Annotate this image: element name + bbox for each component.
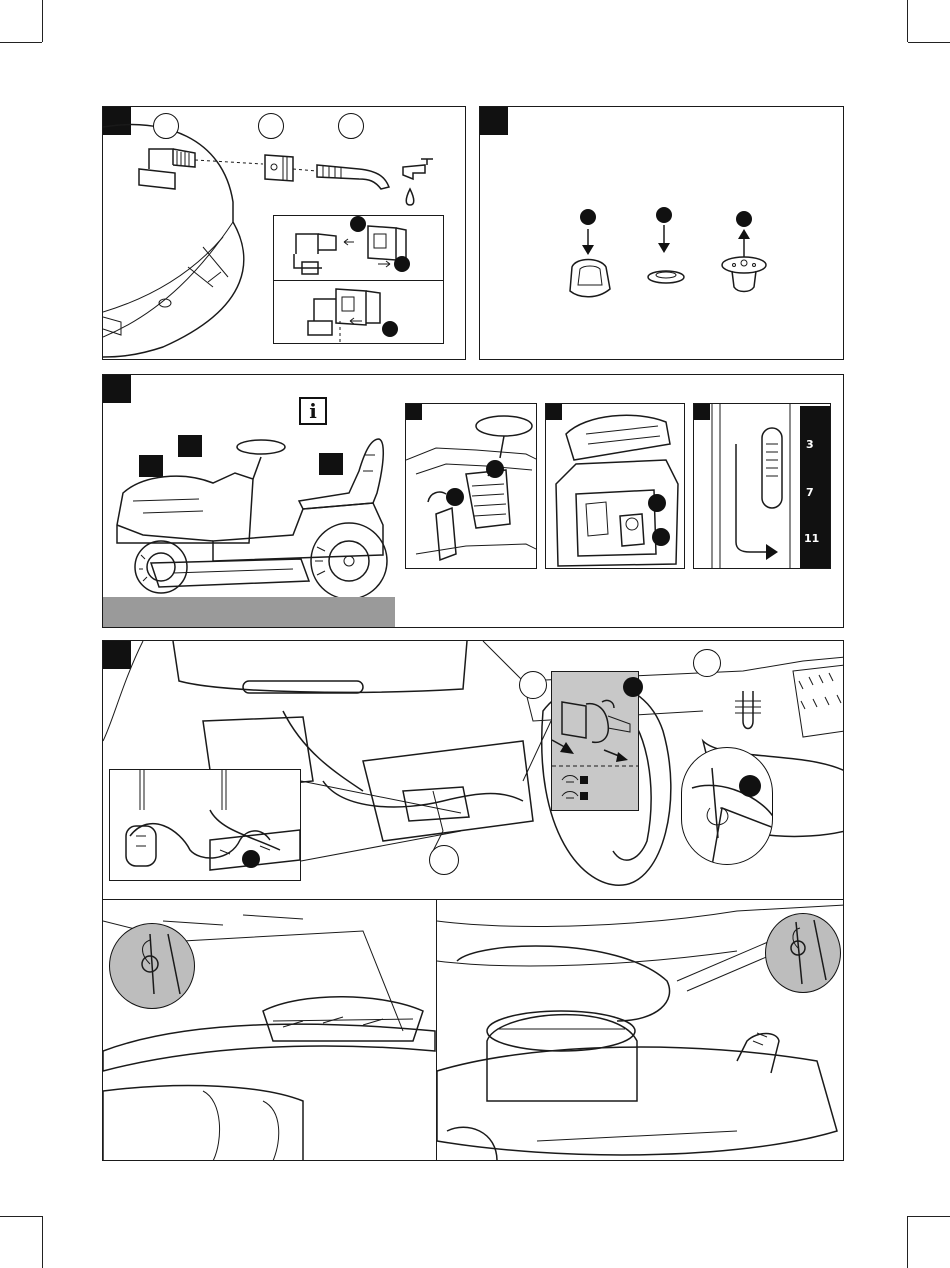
crop-mark-tl-h — [0, 42, 42, 43]
step-marker-2 — [739, 775, 761, 797]
crop-mark-br-v — [907, 1216, 908, 1268]
callout-circle-bracket — [429, 845, 459, 875]
inset-connect-detail — [273, 215, 444, 281]
inset-locked-detail — [273, 280, 444, 344]
scale-mark: 3 — [806, 438, 814, 451]
magnified-clip-right — [765, 913, 841, 993]
panel-tractor-overview: i — [102, 374, 844, 628]
step-marker-c — [382, 321, 398, 337]
step-marker-1 — [486, 460, 504, 478]
step-marker-2 — [446, 488, 464, 506]
crop-mark-br-h — [908, 1216, 950, 1217]
panel-deck-connection — [102, 640, 844, 1161]
crop-mark-tr-h — [908, 42, 950, 43]
cable-routing-inset — [109, 769, 301, 881]
callout-circle-3 — [338, 113, 364, 139]
scale-mark: 7 — [806, 486, 814, 499]
section-divider — [103, 899, 844, 900]
crop-mark-tl-v — [42, 0, 43, 42]
callout-circle-2 — [258, 113, 284, 139]
step-marker-1 — [623, 677, 643, 697]
riding-mower-illustration — [103, 375, 403, 605]
callout-circle-hose — [519, 671, 547, 699]
shaded-instruction-bar — [103, 597, 395, 627]
callout-circle-pin — [693, 649, 721, 677]
step-marker-3 — [242, 850, 260, 868]
callout-circle-1 — [153, 113, 179, 139]
sub-image-lever — [405, 403, 537, 569]
lock-icon — [579, 777, 589, 787]
panel-plug-parts — [479, 106, 844, 360]
step-marker-b — [394, 256, 410, 272]
sub-image-height-scale: 3 7 11 — [693, 403, 831, 569]
magnified-clip-left — [109, 923, 195, 1009]
magnified-pin-detail — [681, 747, 773, 865]
crop-mark-bl-h — [0, 1216, 42, 1217]
sub-image-engine-bay — [545, 403, 685, 569]
step-marker-2 — [652, 528, 670, 546]
step-marker-1 — [648, 494, 666, 512]
callout-leader — [523, 721, 563, 801]
panel-hose-connection — [102, 106, 466, 360]
water-tap-icon — [399, 155, 435, 209]
step-marker-a — [350, 216, 366, 232]
plug-parts-illustration — [480, 107, 844, 360]
scale-mark: 11 — [804, 532, 819, 545]
crop-mark-bl-v — [42, 1216, 43, 1268]
crop-mark-tr-v — [907, 0, 908, 42]
